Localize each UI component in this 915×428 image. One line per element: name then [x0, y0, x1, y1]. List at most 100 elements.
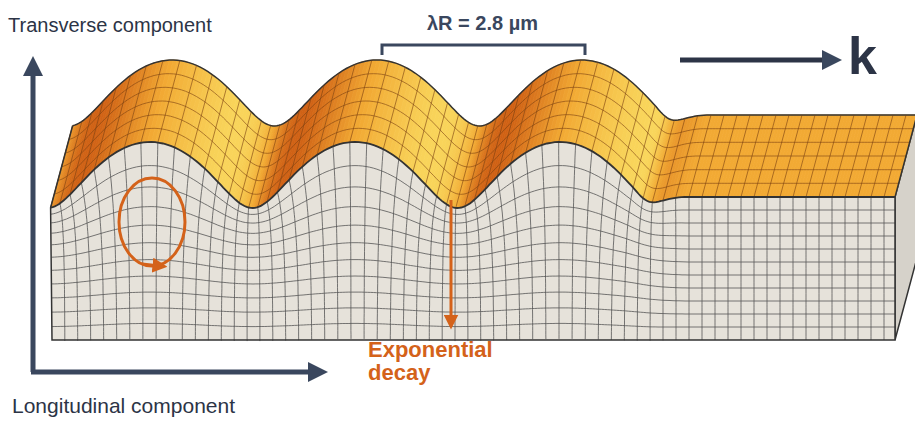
- decay-arrow: [450, 200, 453, 322]
- surface-grid-line: [158, 61, 180, 143]
- surface-grid-line: [413, 90, 435, 172]
- front-grid-line: [819, 197, 820, 340]
- surface-grid-line: [780, 115, 802, 197]
- front-grid-line: [650, 202, 652, 340]
- front-grid-line: [195, 169, 205, 340]
- front-grid-line: [465, 206, 468, 341]
- front-grid-line: [247, 208, 249, 342]
- front-grid-line: [754, 197, 755, 340]
- surface-grid-line: [754, 115, 776, 197]
- axis-label: Longitudinal component: [12, 394, 235, 418]
- front-grid-line: [141, 143, 143, 339]
- front-grid-line: [364, 143, 367, 339]
- front-grid-line: [598, 162, 607, 340]
- front-top-edge: [51, 142, 895, 208]
- surface-grid-line: [806, 115, 828, 197]
- front-grid-line: [403, 172, 413, 340]
- front-grid-line: [455, 208, 457, 341]
- orbit-arrowhead: [142, 264, 160, 266]
- front-grid-line: [52, 323, 895, 327]
- front-grid-line: [884, 197, 885, 340]
- surface-grid-line: [350, 60, 372, 142]
- front-grid-line: [208, 182, 218, 340]
- front-grid-line: [558, 142, 559, 339]
- surface-grid-line: [845, 115, 867, 197]
- front-grid-line: [52, 260, 895, 275]
- front-grid-line: [52, 276, 895, 288]
- front-grid-line: [611, 175, 621, 340]
- front-grid-line: [267, 202, 273, 341]
- front-grid-line: [442, 204, 446, 341]
- decay-label: Exponential decay: [368, 338, 508, 384]
- front-grid-line: [317, 155, 325, 339]
- surface-grid-line: [767, 115, 789, 197]
- front-grid-line: [728, 197, 729, 340]
- surface-grid-line: [633, 106, 655, 188]
- surface-grid-line: [456, 126, 478, 208]
- surface-grid-line: [741, 115, 763, 197]
- front-grid-line: [497, 177, 507, 340]
- front-grid-line: [70, 195, 78, 341]
- surface-grid-line: [229, 112, 251, 194]
- front-grid-line: [333, 146, 338, 339]
- front-grid-line: [390, 159, 399, 339]
- surface-grid-line: [383, 67, 405, 149]
- surface-grid-line: [676, 116, 698, 198]
- surface-grid-line: [832, 115, 854, 197]
- front-grid-line: [702, 197, 703, 340]
- front-grid-line: [780, 197, 781, 340]
- front-grid-line: [511, 164, 520, 340]
- front-grid-line: [182, 157, 190, 340]
- front-grid-line: [585, 151, 592, 339]
- surface-grid-line: [871, 115, 893, 197]
- front-grid-line: [663, 201, 664, 341]
- front-grid-line: [715, 197, 716, 340]
- surface-grid-line: [109, 75, 131, 157]
- front-grid-line: [289, 180, 299, 340]
- front-grid-line: [94, 170, 104, 340]
- front-grid-line: [51, 166, 895, 215]
- surface-grid-line: [399, 77, 421, 159]
- front-grid-line: [234, 203, 239, 341]
- surface-grid-line: [249, 126, 271, 208]
- surface-grid-line: [317, 73, 339, 155]
- front-grid-line: [156, 143, 158, 339]
- front-grid-line: [542, 145, 546, 339]
- front-grid-line: [52, 225, 895, 249]
- front-grid-line: [806, 197, 807, 340]
- front-grid-line: [474, 200, 480, 341]
- deformed-solid: [51, 60, 915, 341]
- front-grid-line: [767, 197, 768, 340]
- front-grid-line: [793, 197, 794, 340]
- surface-grid-line: [437, 114, 459, 196]
- front-grid-line: [429, 196, 436, 341]
- surface-grid-line: [663, 119, 685, 201]
- front-grid-line: [485, 189, 494, 340]
- surface-grid-line: [819, 115, 841, 197]
- surface-grid-line: [728, 115, 750, 197]
- surface-grid-line: [447, 122, 469, 204]
- axis-label: Transverse component: [8, 14, 212, 37]
- surface-grid-line: [190, 75, 212, 157]
- surface-grid-line: [205, 87, 227, 169]
- surface-grid-line: [652, 120, 674, 202]
- front-grid-line: [416, 185, 425, 341]
- surface-grid-line: [65, 87, 909, 153]
- surface-grid-line: [141, 61, 163, 143]
- surface-grid-line: [426, 103, 448, 185]
- front-grid-line: [871, 197, 872, 340]
- front-grid-line: [60, 203, 65, 341]
- front-grid-line: [689, 197, 690, 340]
- surface-grid-line: [884, 115, 906, 197]
- front-grid-line: [124, 148, 130, 339]
- front-grid-line: [109, 158, 117, 340]
- surface-grid-line: [542, 63, 564, 145]
- surface-grid-line: [218, 100, 240, 182]
- block-outline: [51, 115, 915, 340]
- front-grid-line: [52, 292, 895, 301]
- surface-grid-line: [576, 62, 598, 144]
- front-grid-line: [832, 197, 833, 340]
- transverse-axis: [31, 66, 36, 372]
